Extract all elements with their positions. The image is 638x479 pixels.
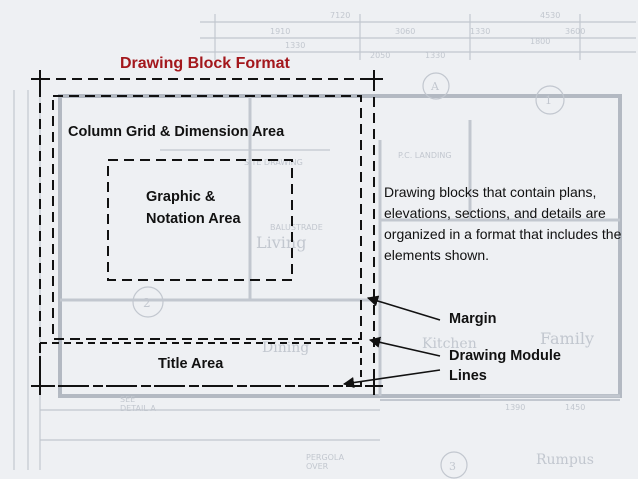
svg-text:Living: Living	[256, 233, 306, 252]
svg-text:1330: 1330	[470, 27, 490, 36]
title-area-box	[39, 342, 362, 387]
svg-text:2050: 2050	[370, 51, 390, 60]
column-grid-label: Column Grid & Dimension Area	[68, 124, 285, 140]
svg-text:3: 3	[449, 460, 456, 473]
description-text: Drawing blocks that contain plans, eleva…	[384, 184, 622, 263]
graphic-notation-label: Graphic & Notation Area	[146, 186, 241, 230]
svg-text:1: 1	[545, 94, 552, 107]
svg-text:2: 2	[143, 296, 151, 310]
svg-text:PERGOLA: PERGOLA	[306, 453, 345, 462]
svg-text:1330: 1330	[425, 51, 445, 60]
module-label-line1: Drawing Module	[449, 348, 561, 364]
module-label-line2: Lines	[449, 368, 487, 384]
svg-text:Kitchen: Kitchen	[422, 336, 477, 352]
svg-text:1800: 1800	[530, 37, 550, 46]
margin-arrow	[366, 295, 441, 321]
svg-text:P.C. LANDING: P.C. LANDING	[398, 151, 452, 160]
svg-text:DETAIL A: DETAIL A	[120, 404, 156, 413]
svg-text:3600: 3600	[565, 27, 585, 36]
svg-text:1390: 1390	[505, 403, 525, 412]
svg-text:1910: 1910	[270, 27, 290, 36]
module-arrow-1	[368, 336, 441, 357]
module-arrow-2	[342, 369, 441, 389]
svg-text:SEE: SEE	[120, 395, 135, 404]
graphic-label-line2: Notation Area	[146, 211, 241, 227]
graphic-notation-box	[107, 159, 293, 281]
svg-text:4530: 4530	[540, 11, 560, 20]
svg-text:Family: Family	[540, 329, 594, 348]
svg-text:OVER: OVER	[306, 462, 329, 471]
drawing-module-label: Drawing Module Lines	[449, 346, 561, 386]
title-area-label: Title Area	[158, 356, 224, 372]
diagram-title: Drawing Block Format	[120, 55, 290, 72]
svg-text:A: A	[430, 80, 440, 93]
svg-text:7120: 7120	[330, 11, 350, 20]
margin-label: Margin	[449, 311, 497, 327]
svg-text:1330: 1330	[285, 41, 305, 50]
svg-text:BALUSTRADE: BALUSTRADE	[270, 223, 323, 232]
graphic-label-line1: Graphic &	[146, 189, 216, 205]
svg-text:3060: 3060	[395, 27, 415, 36]
margin-box	[52, 95, 362, 340]
svg-text:1450: 1450	[565, 403, 585, 412]
svg-text:SITE DRAWING: SITE DRAWING	[244, 158, 303, 167]
svg-text:Rumpus: Rumpus	[536, 452, 594, 468]
